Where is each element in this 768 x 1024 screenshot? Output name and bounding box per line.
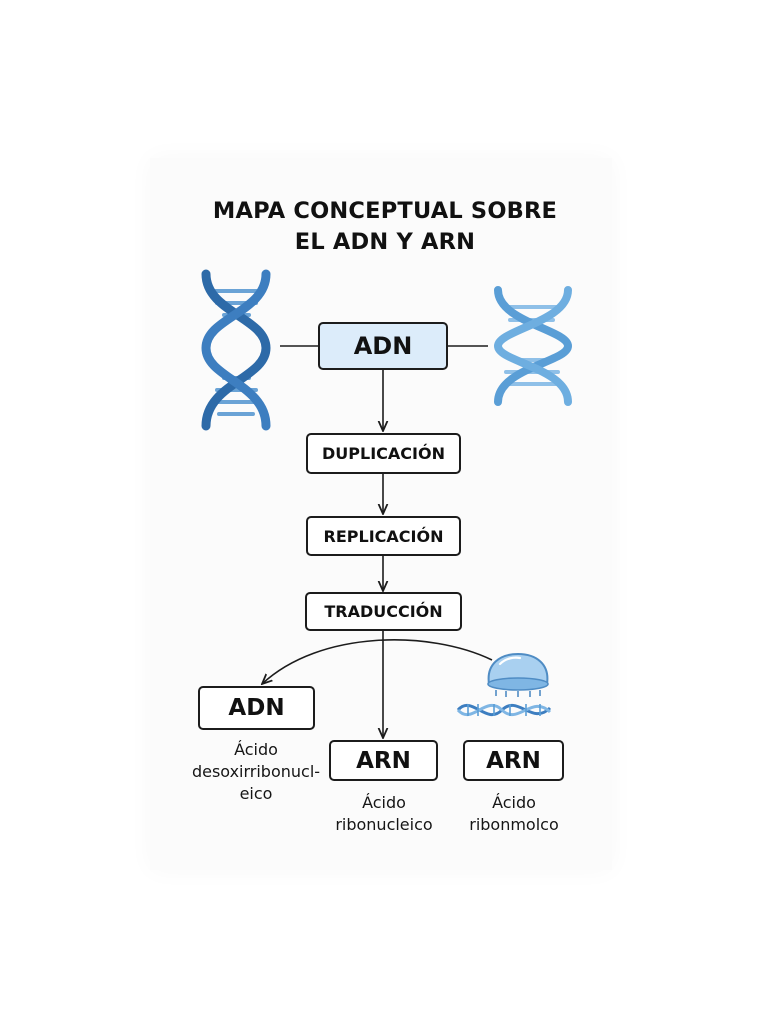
- arrow-curve-to-adn: [262, 639, 493, 684]
- caption-right: Ácido ribonmolco: [446, 792, 582, 836]
- caption-right-line-2: ribonmolco: [469, 815, 559, 834]
- node-adn-top: ADN: [318, 322, 448, 370]
- caption-left-line-1: Ácido: [234, 740, 278, 759]
- title-line-1: MAPA CONCEPTUAL SOBRE: [212, 198, 558, 224]
- diagram-title: MAPA CONCEPTUAL SOBRE EL ADN Y ARN: [150, 196, 620, 258]
- caption-middle: Ácido ribonucleico: [314, 792, 454, 836]
- caption-left-line-3: eico: [239, 784, 273, 803]
- ribosome-icon: [487, 652, 549, 697]
- node-duplicacion: DUPLICACIÓN: [306, 433, 461, 474]
- node-traduccion: TRADUCCIÓN: [305, 592, 462, 631]
- node-adn-left: ADN: [198, 686, 315, 730]
- caption-middle-line-1: Ácido: [362, 793, 406, 812]
- caption-left: Ácido desoxirribonucl- eico: [176, 739, 336, 805]
- caption-middle-line-2: ribonucleico: [335, 815, 433, 834]
- dna-helix-dark-icon: [201, 269, 271, 431]
- node-arn-right: ARN: [463, 740, 564, 781]
- node-replicacion: REPLICACIÓN: [306, 516, 461, 556]
- title-line-2: EL ADN Y ARN: [294, 229, 476, 255]
- caption-right-line-1: Ácido: [492, 793, 536, 812]
- dna-helix-light-icon: [493, 286, 573, 406]
- node-arn-middle: ARN: [329, 740, 438, 781]
- rna-strand-icon: [456, 703, 552, 717]
- caption-left-line-2: desoxirribonucl-: [191, 762, 321, 781]
